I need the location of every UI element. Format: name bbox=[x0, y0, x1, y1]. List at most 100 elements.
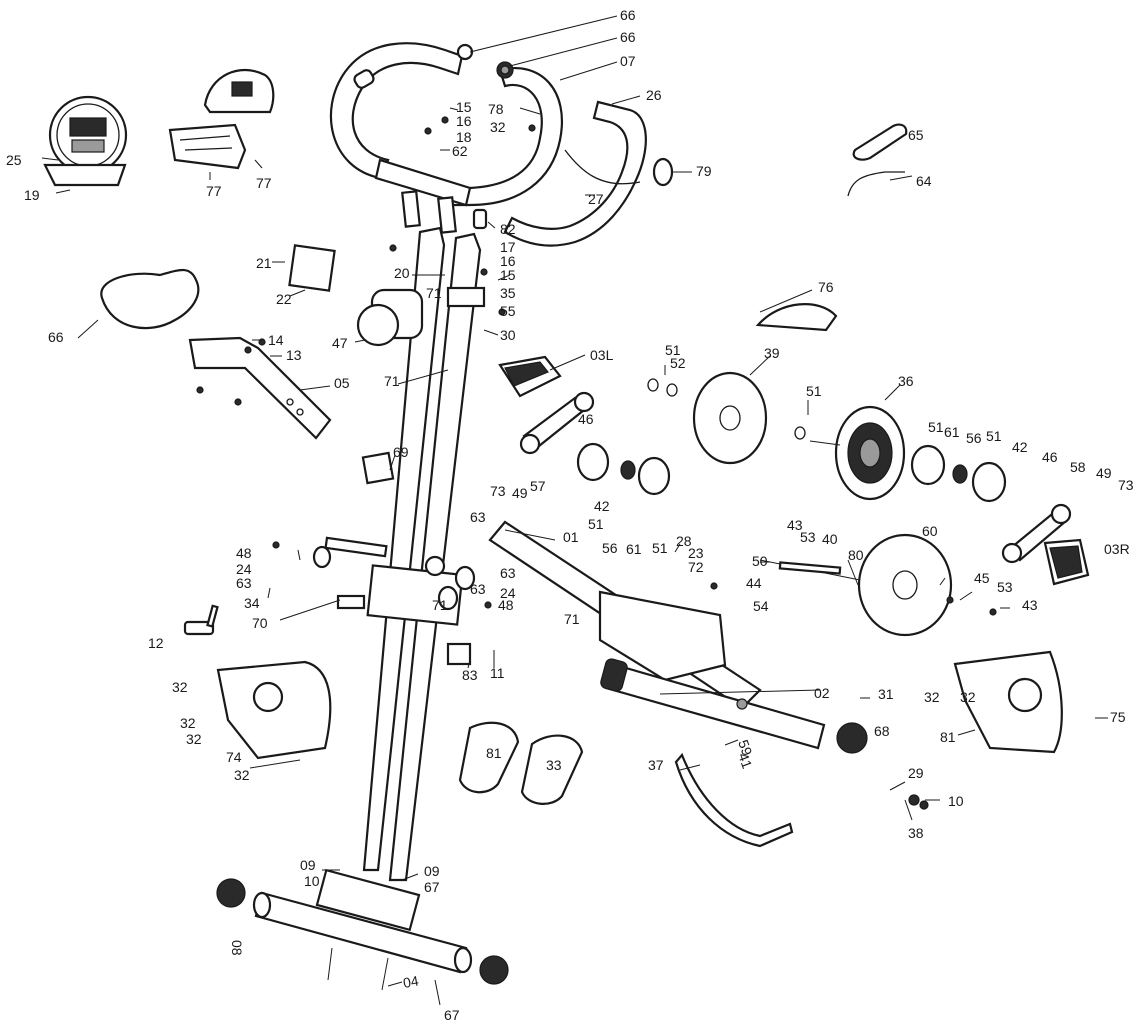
callout-39: 39 bbox=[764, 345, 780, 361]
hardware bbox=[183, 116, 997, 810]
callout-70: 70 bbox=[252, 615, 268, 631]
callout-25-console: 25 bbox=[6, 152, 22, 168]
seat-assembly bbox=[100, 268, 332, 440]
callout-48-right: 48 bbox=[498, 597, 514, 613]
callout-23: 23 bbox=[688, 545, 704, 561]
callout-81-belt-b: 81 bbox=[486, 745, 502, 761]
callout-31: 31 bbox=[878, 686, 894, 702]
drive-belts bbox=[458, 721, 794, 848]
callout-51-d: 51 bbox=[652, 540, 668, 556]
callout-17: 17 bbox=[500, 239, 516, 255]
callout-66-seat: 66 bbox=[48, 329, 64, 345]
callout-71-middle: 71 bbox=[384, 373, 400, 389]
callout-46-right: 46 bbox=[1042, 449, 1058, 465]
callout-78: 78 bbox=[488, 101, 504, 117]
callout-16-mid: 16 bbox=[500, 253, 516, 269]
callout-01-main-frame: 01 bbox=[563, 529, 579, 545]
callout-15-top: 15 bbox=[456, 99, 472, 115]
callout-52: 52 bbox=[670, 355, 686, 371]
callout-12: 12 bbox=[148, 635, 164, 651]
callout-29: 29 bbox=[908, 765, 924, 781]
callout-42-left: 42 bbox=[594, 498, 610, 514]
callout-49-left: 49 bbox=[512, 485, 528, 501]
callout-24-right: 24 bbox=[500, 585, 516, 601]
callout-67-left: 67 bbox=[424, 879, 440, 895]
callout-56-right: 56 bbox=[966, 430, 982, 446]
callout-73-right: 73 bbox=[1118, 477, 1134, 493]
callout-53-right: 53 bbox=[997, 579, 1013, 595]
callout-63-upper: 63 bbox=[470, 509, 486, 525]
callout-54: 54 bbox=[753, 598, 769, 614]
callout-15-mid: 15 bbox=[500, 267, 516, 283]
callout-02-rear-stabilizer: 02 bbox=[814, 685, 830, 701]
callout-83: 83 bbox=[462, 667, 478, 683]
callout-79: 79 bbox=[696, 163, 712, 179]
callout-42-right: 42 bbox=[1012, 439, 1028, 455]
callout-05-seat-post: 05 bbox=[334, 375, 350, 391]
callout-51-c: 51 bbox=[588, 516, 604, 532]
callout-03l-pedal-left: 03L bbox=[590, 347, 614, 363]
callout-46-left: 46 bbox=[578, 411, 594, 427]
callout-32-handlebar: 32 bbox=[490, 119, 506, 135]
callout-71-upper: 71 bbox=[426, 285, 442, 301]
callout-04-front-stabilizer: 04 bbox=[402, 972, 420, 990]
callout-43-right: 43 bbox=[1022, 597, 1038, 613]
front-stabilizer bbox=[216, 868, 509, 991]
callout-61-left: 61 bbox=[626, 541, 642, 557]
callout-53-left: 53 bbox=[800, 529, 816, 545]
callout-24-left: 24 bbox=[236, 561, 252, 577]
callout-08: 08 bbox=[229, 940, 245, 956]
callout-63-center: 63 bbox=[470, 581, 486, 597]
callout-33: 33 bbox=[546, 757, 562, 773]
callout-41: 41 bbox=[735, 751, 755, 771]
callout-55: 55 bbox=[500, 303, 516, 319]
callout-72: 72 bbox=[688, 559, 704, 575]
callout-61-right: 61 bbox=[944, 424, 960, 440]
flywheel-assembly bbox=[692, 371, 953, 637]
callout-45: 45 bbox=[974, 570, 990, 586]
callout-77-right: 77 bbox=[256, 175, 272, 191]
callout-62: 62 bbox=[452, 143, 468, 159]
callout-67-right: 67 bbox=[444, 1007, 460, 1023]
callout-51-a: 51 bbox=[665, 342, 681, 358]
callout-27: 27 bbox=[588, 191, 604, 207]
callout-69: 69 bbox=[393, 444, 409, 460]
callout-30: 30 bbox=[500, 327, 516, 343]
callout-63-left: 63 bbox=[236, 575, 252, 591]
callout-10-left: 10 bbox=[948, 793, 964, 809]
callout-68: 68 bbox=[874, 723, 890, 739]
callout-58: 58 bbox=[1070, 459, 1086, 475]
callout-10-right: 10 bbox=[304, 873, 320, 889]
callout-19: 19 bbox=[24, 187, 40, 203]
callout-77-left: 77 bbox=[206, 183, 222, 199]
callout-21: 21 bbox=[256, 255, 272, 271]
callout-32-cover-left-top: 32 bbox=[960, 689, 976, 705]
callout-44: 44 bbox=[746, 575, 762, 591]
callout-43-left: 43 bbox=[787, 517, 803, 533]
callout-74-cover-left: 74 bbox=[226, 749, 242, 765]
callout-47: 47 bbox=[332, 335, 348, 351]
main-frame-uprights bbox=[336, 226, 482, 882]
callout-36: 36 bbox=[898, 373, 914, 389]
chain-covers bbox=[216, 303, 1063, 760]
callout-76: 76 bbox=[818, 279, 834, 295]
callout-03r-pedal-right: 03R bbox=[1104, 541, 1130, 557]
callout-48-left: 48 bbox=[236, 545, 252, 561]
callout-13: 13 bbox=[286, 347, 302, 363]
leader-lines bbox=[41, 15, 1108, 1006]
callout-07-handlebar: 07 bbox=[620, 53, 636, 69]
callout-26-handlebar-grip: 26 bbox=[646, 87, 662, 103]
callout-40: 40 bbox=[822, 531, 838, 547]
callout-51-f: 51 bbox=[986, 428, 1002, 444]
callout-37: 37 bbox=[648, 757, 664, 773]
callout-65-wrench: 65 bbox=[908, 127, 924, 143]
callout-49-right: 49 bbox=[1096, 465, 1112, 481]
callout-57: 57 bbox=[530, 478, 546, 494]
callout-66-grip-end-right: 66 bbox=[620, 29, 636, 45]
callout-59: 59 bbox=[735, 738, 755, 758]
callout-09-left: 09 bbox=[300, 857, 316, 873]
callout-51-b: 51 bbox=[806, 383, 822, 399]
